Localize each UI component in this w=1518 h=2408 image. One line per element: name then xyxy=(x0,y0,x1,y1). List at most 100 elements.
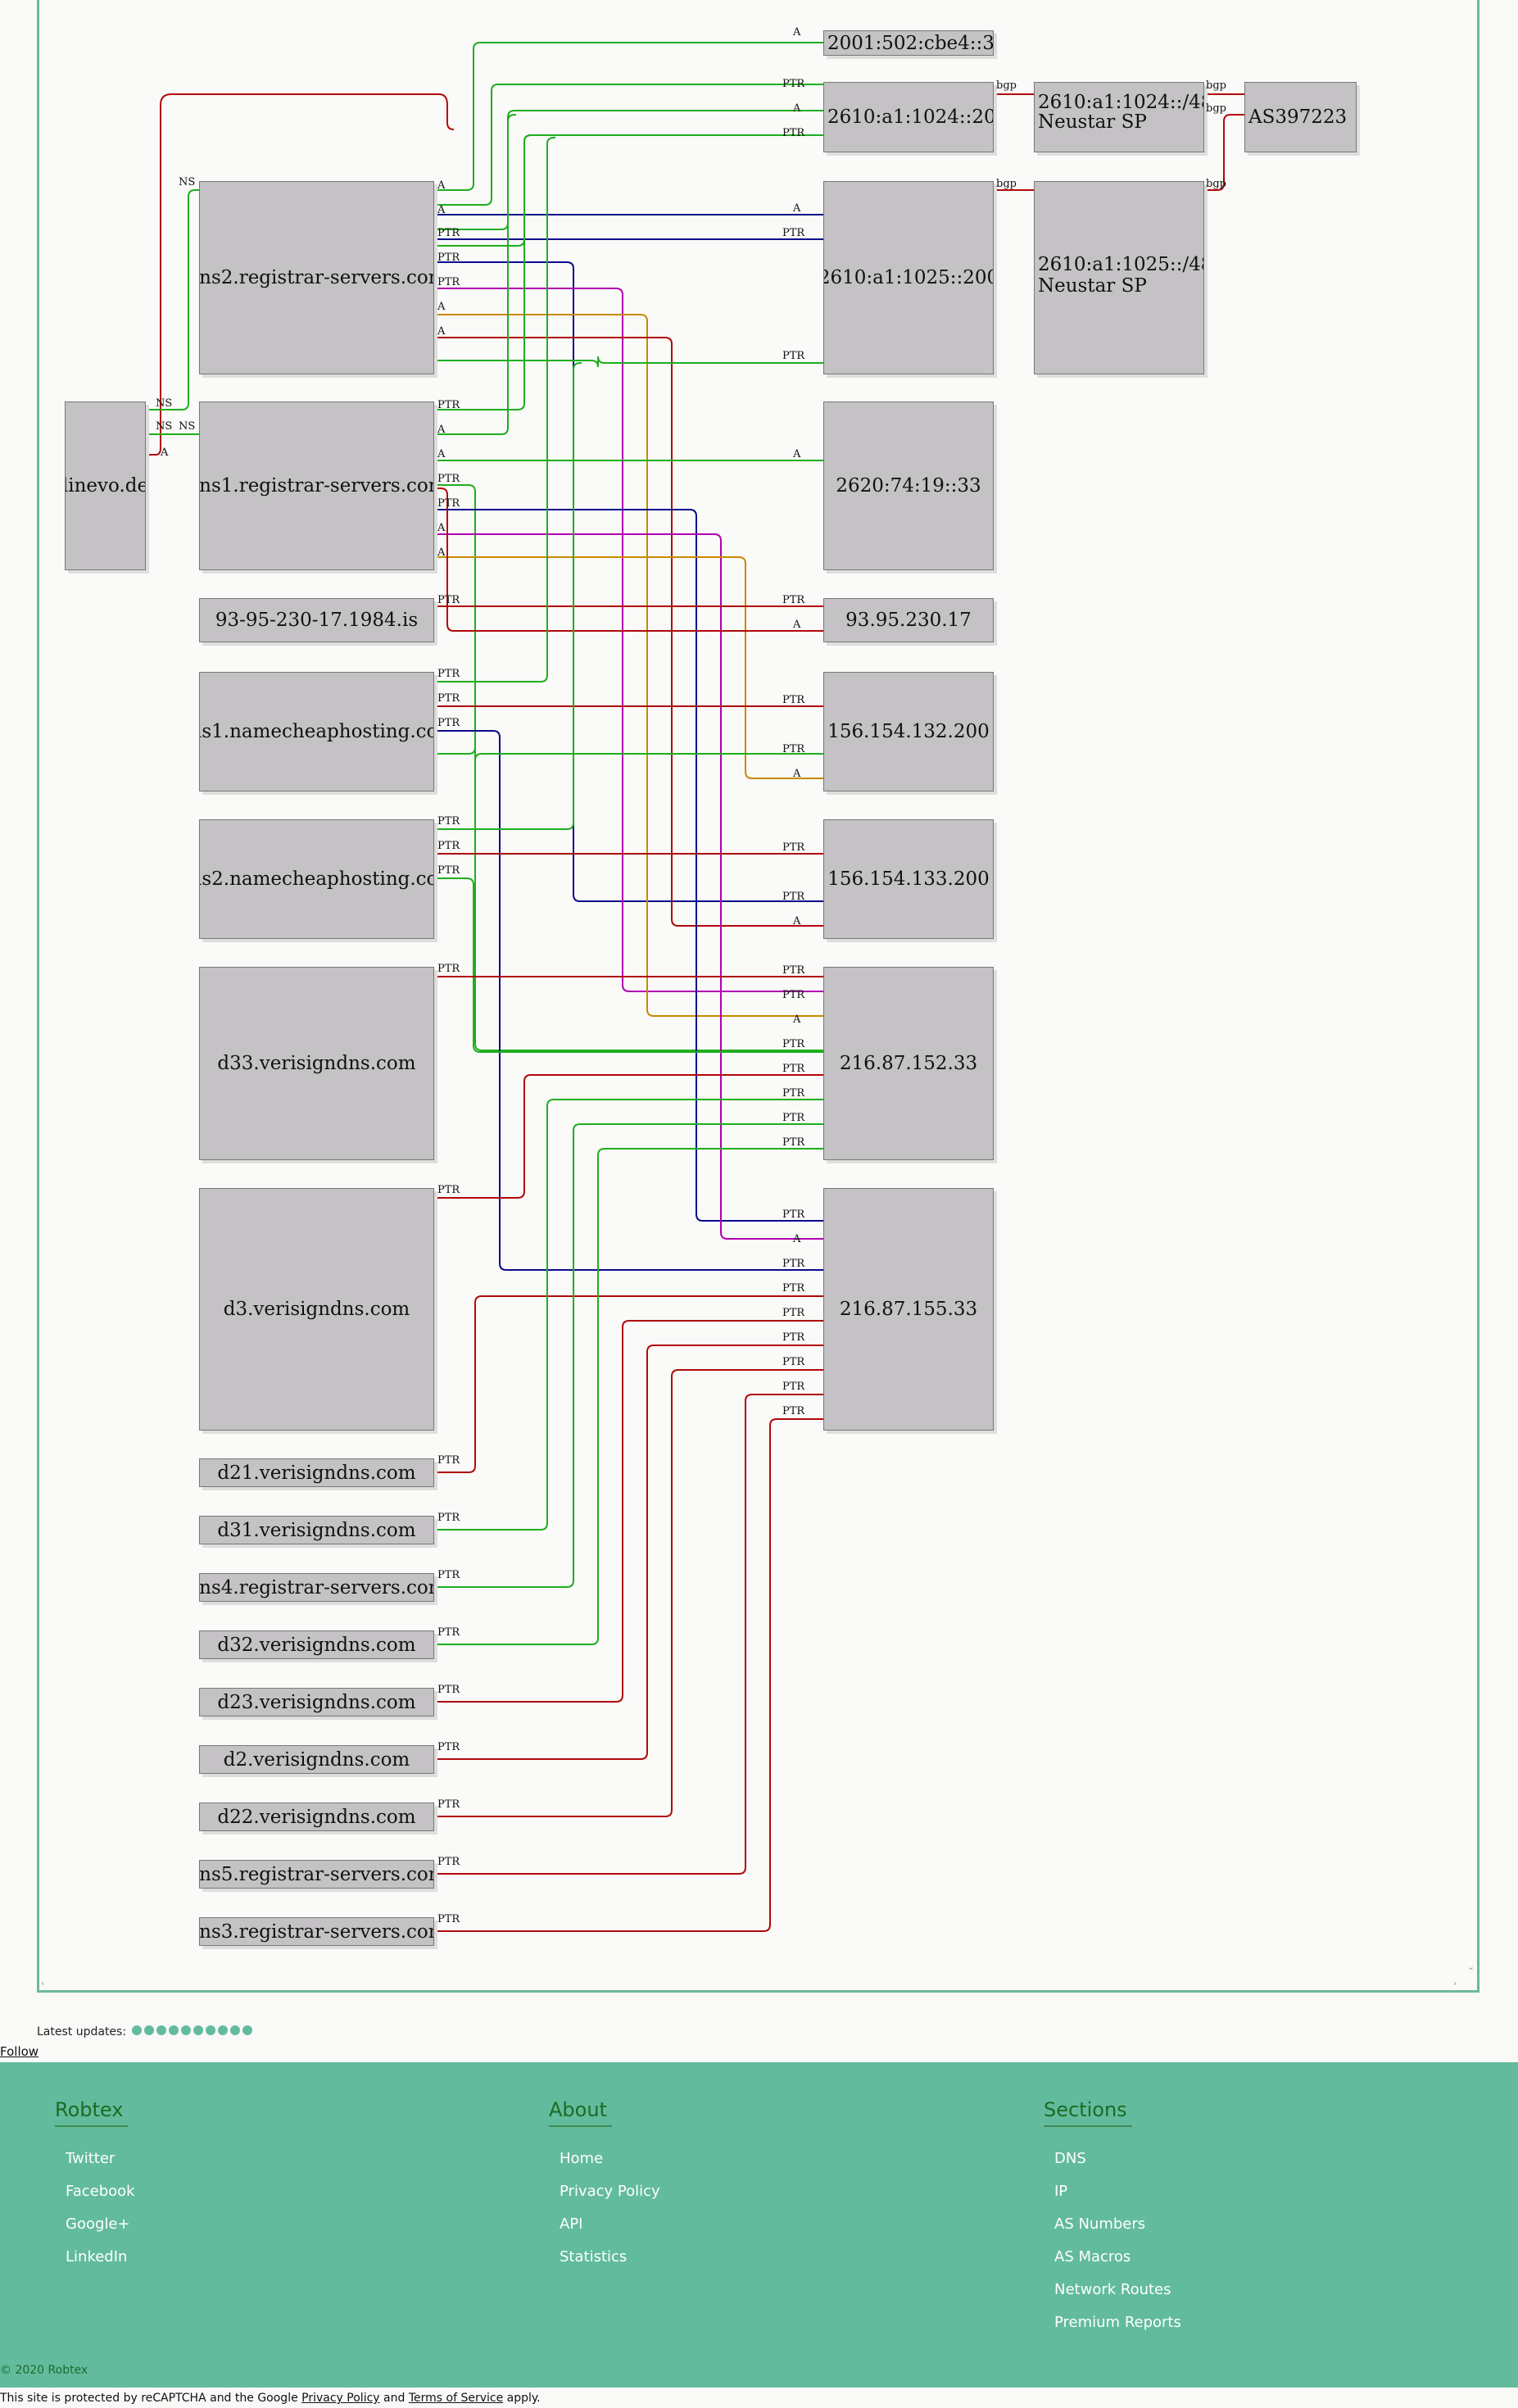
node-dns5-registrar-servers[interactable]: dns5.registrar-servers.com xyxy=(199,1860,434,1889)
edge-label-ptr: PTR xyxy=(437,864,460,877)
node-ip-156-154-132-200[interactable]: 156.154.132.200 xyxy=(823,672,994,791)
footer-link-premium-reports[interactable]: Premium Reports xyxy=(1054,2314,1181,2331)
edge-label-ns: NS xyxy=(179,176,196,188)
footer-link-linkedin[interactable]: LinkedIn xyxy=(66,2248,128,2265)
update-dot[interactable] xyxy=(206,2025,216,2035)
edge-label-a: A xyxy=(793,768,801,780)
node-ip-93-95-230-17[interactable]: 93.95.230.17 xyxy=(823,598,994,642)
node-93-95-230-17-1984-is[interactable]: 93-95-230-17.1984.is xyxy=(199,598,434,642)
node-dns1-namecheaphosting[interactable]: dns1.namecheaphosting.com xyxy=(199,672,434,791)
node-as397223[interactable]: AS397223 xyxy=(1244,82,1357,152)
footer: Robtex Twitter Facebook Google+ LinkedIn… xyxy=(0,2062,1518,2388)
footer-list-robtex: Twitter Facebook Google+ LinkedIn xyxy=(55,2127,135,2279)
node-d3-verisigndns[interactable]: d3.verisigndns.com xyxy=(199,1188,434,1431)
edge-label-a: A xyxy=(793,202,801,215)
edge-ptr-216-152-d3 xyxy=(434,1074,823,1199)
update-dot[interactable] xyxy=(144,2025,155,2035)
edge-nc1-ptr-a xyxy=(434,137,555,682)
node-d33-verisigndns[interactable]: d33.verisigndns.com xyxy=(199,967,434,1160)
update-dot[interactable] xyxy=(230,2025,241,2035)
edge-label-ptr: PTR xyxy=(782,227,805,239)
edge-nc2-ptr-b xyxy=(434,877,823,1053)
node-ip-2001-502-cbe4-33[interactable]: 2001:502:cbe4::33 xyxy=(823,30,994,56)
edge-dns1-up-a xyxy=(434,134,532,410)
update-dot[interactable] xyxy=(181,2025,192,2035)
footer-link-dns[interactable]: DNS xyxy=(1054,2150,1086,2167)
footer-link-home[interactable]: Home xyxy=(560,2150,604,2167)
update-dot[interactable] xyxy=(169,2025,179,2035)
edge-label-a: A xyxy=(437,522,446,534)
node-d32-verisigndns[interactable]: d32.verisigndns.com xyxy=(199,1630,434,1659)
edge-dns3 xyxy=(434,1418,823,1932)
recaptcha-terms-link[interactable]: Terms of Service xyxy=(408,2392,504,2405)
edge-a-2001-cbe4 xyxy=(434,42,823,191)
node-d2-verisigndns[interactable]: d2.verisigndns.com xyxy=(199,1745,434,1774)
edge-label-ptr: PTR xyxy=(437,1856,460,1868)
edge-label-ptr: PTR xyxy=(437,594,460,606)
footer-link-google-plus[interactable]: Google+ xyxy=(66,2215,130,2233)
edge-label-ptr: PTR xyxy=(782,1331,805,1344)
footer-link-twitter[interactable]: Twitter xyxy=(66,2150,116,2167)
edge-label-ptr: PTR xyxy=(437,717,460,729)
recaptcha-and: and xyxy=(379,2392,409,2405)
edge-label-a: A xyxy=(793,102,801,115)
footer-link-as-macros[interactable]: AS Macros xyxy=(1054,2248,1131,2265)
recaptcha-prefix: This site is protected by reCAPTCHA and … xyxy=(0,2392,302,2405)
node-dns3-registrar-servers[interactable]: dns3.registrar-servers.com xyxy=(199,1917,434,1946)
scroll-down-arrow-icon[interactable]: ⌄ xyxy=(1467,1961,1475,1972)
edge-label-a: A xyxy=(437,204,446,216)
update-dot[interactable] xyxy=(132,2025,143,2035)
node-prefix-2610-a1-1024-48[interactable]: 2610:a1:1024::/48 Neustar SP xyxy=(1034,82,1204,152)
edge-label-ptr: PTR xyxy=(782,1282,805,1295)
copyright: © 2020 Robtex xyxy=(0,2364,88,2377)
edge-ptr-156-132-b xyxy=(434,746,823,761)
node-dns2-registrar-servers[interactable]: dns2.registrar-servers.com xyxy=(199,181,434,374)
node-ip-2610-a1-1024-200[interactable]: 2610:a1:1024::200 xyxy=(823,82,994,152)
edge-a-216-155 xyxy=(434,533,823,1240)
footer-link-api[interactable]: API xyxy=(560,2215,583,2233)
edge-label-ptr: PTR xyxy=(782,1038,805,1050)
edge-label-ptr: PTR xyxy=(437,1684,460,1696)
latest-updates-dots[interactable] xyxy=(129,2025,253,2038)
update-dot[interactable] xyxy=(218,2025,229,2035)
node-ip-216-87-155-33[interactable]: 216.87.155.33 xyxy=(823,1188,994,1431)
recaptcha-notice: This site is protected by reCAPTCHA and … xyxy=(0,2392,541,2405)
footer-link-as-numbers[interactable]: AS Numbers xyxy=(1054,2215,1146,2233)
edge-label-a: A xyxy=(437,448,446,460)
node-dns2-namecheaphosting[interactable]: dns2.namecheaphosting.com xyxy=(199,819,434,939)
scroll-left-arrow-icon[interactable]: ‹ xyxy=(41,1978,45,1989)
scroll-right-arrow-icon[interactable]: › xyxy=(1453,1978,1457,1989)
footer-link-network-routes[interactable]: Network Routes xyxy=(1054,2281,1171,2298)
edge-label-ptr: PTR xyxy=(437,1626,460,1639)
node-ip-216-87-152-33[interactable]: 216.87.152.33 xyxy=(823,967,994,1160)
node-dns1-registrar-servers[interactable]: dns1.registrar-servers.com xyxy=(199,401,434,570)
edge-label-a: A xyxy=(793,1014,801,1026)
update-dot[interactable] xyxy=(156,2025,167,2035)
footer-link-facebook[interactable]: Facebook xyxy=(66,2183,135,2200)
follow-link[interactable]: Follow xyxy=(0,2044,39,2059)
footer-col-sections: Sections DNS IP AS Numbers AS Macros Net… xyxy=(1044,2098,1181,2345)
edge-label-ptr: PTR xyxy=(437,473,460,485)
node-d21-verisigndns[interactable]: d21.verisigndns.com xyxy=(199,1458,434,1487)
node-ip-2620-74-19-33[interactable]: 2620:74:19::33 xyxy=(823,401,994,570)
node-prefix-2610-a1-1025-48[interactable]: 2610:a1:1025::/48 Neustar SP xyxy=(1034,181,1204,374)
edge-label-a: A xyxy=(437,325,446,338)
footer-link-statistics[interactable]: Statistics xyxy=(560,2248,628,2265)
edge-label-ptr: PTR xyxy=(437,815,460,828)
node-d22-verisigndns[interactable]: d22.verisigndns.com xyxy=(199,1803,434,1831)
update-dot[interactable] xyxy=(242,2025,253,2035)
edge-label-ptr: PTR xyxy=(782,1112,805,1124)
node-ip-156-154-133-200[interactable]: 156.154.133.200 xyxy=(823,819,994,939)
footer-link-privacy-policy[interactable]: Privacy Policy xyxy=(560,2183,660,2200)
update-dot[interactable] xyxy=(193,2025,204,2035)
node-linevo-de[interactable]: linevo.de xyxy=(65,401,146,570)
footer-link-ip[interactable]: IP xyxy=(1054,2183,1068,2200)
recaptcha-privacy-link[interactable]: Privacy Policy xyxy=(301,2392,380,2405)
node-ip-2610-a1-1025-200[interactable]: 2610:a1:1025::200 xyxy=(823,181,994,374)
edge-label-ptr: PTR xyxy=(437,1913,460,1925)
node-d31-verisigndns[interactable]: d31.verisigndns.com xyxy=(199,1516,434,1544)
node-d23-verisigndns[interactable]: d23.verisigndns.com xyxy=(199,1688,434,1716)
node-dns4-registrar-servers[interactable]: dns4.registrar-servers.com xyxy=(199,1573,434,1602)
edge-label-ptr: PTR xyxy=(437,668,460,680)
edge-label-a: A xyxy=(437,424,446,436)
